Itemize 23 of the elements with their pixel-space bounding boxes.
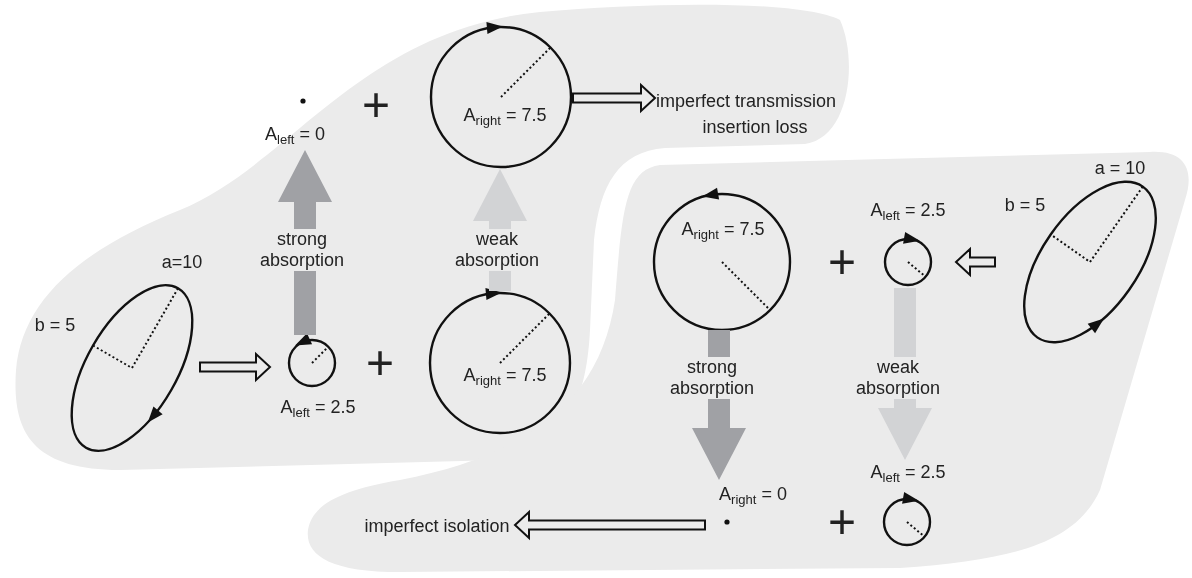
amplitude-label: A$_{right}$ = 7.5 [463,104,547,131]
double-arrow [513,509,706,541]
axis-label: a=10 [161,252,203,272]
amplitude-label: A$_{left}$ = 2.5 [870,199,946,226]
amplitude-label: A$_{left}$ = 2.5 [280,396,356,423]
amplitude-label: A$_{left}$ = 0 [265,123,325,150]
double-arrow [199,351,272,383]
axis-label: a = 10 [1094,158,1146,178]
note-text: insertion loss [702,117,808,137]
amplitude-label: A$_{right}$ = 7.5 [463,364,547,391]
axis-label: b = 5 [34,315,76,335]
plus-sign: + [366,343,394,383]
axis-label: b = 5 [1004,195,1046,215]
plus-sign: + [828,242,856,282]
amplitude-label: A$_{right}$ = 0 [719,483,787,510]
double-arrow [572,82,657,114]
note-text: imperfect transmission [655,91,837,111]
amplitude-label: A$_{right}$ = 7.5 [681,218,765,245]
double-arrow [954,246,996,278]
note-text: imperfect isolation [364,516,510,536]
plus-sign: + [828,502,856,542]
amplitude-label: A$_{left}$ = 2.5 [870,461,946,488]
plus-sign: + [362,85,390,125]
